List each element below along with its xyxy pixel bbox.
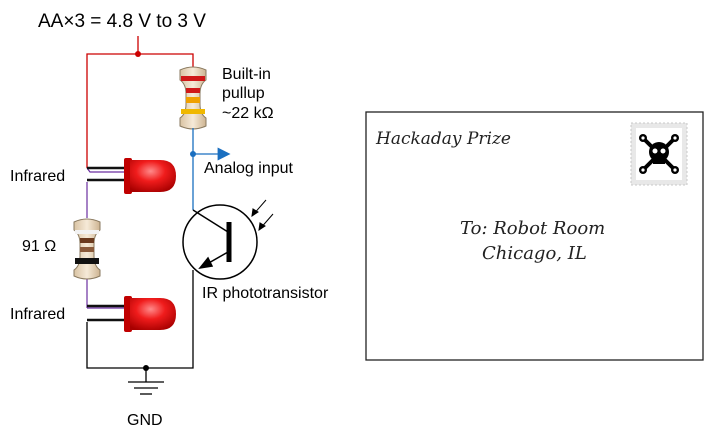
current-limit-resistor <box>73 218 101 280</box>
ground-wires <box>86 270 194 395</box>
infrared-top-label: Infrared <box>10 168 65 185</box>
envelope-recipient-line1: To: Robot Room <box>460 218 605 239</box>
supply-label: AA×3 = 4.8 V to 3 V <box>38 11 206 32</box>
ir-phototransistor <box>182 199 274 280</box>
pullup-resistor <box>179 66 207 130</box>
envelope-recipient-line2: Chicago, IL <box>482 243 587 264</box>
resistor-label: 91 Ω <box>22 238 56 255</box>
infrared-led-top <box>124 158 176 194</box>
analog-node-dot <box>190 151 196 157</box>
stamp <box>630 122 688 186</box>
skull-and-wrenches-icon <box>639 134 679 174</box>
analog-input-label: Analog input <box>204 160 294 177</box>
pullup-label-line2: pullup <box>222 85 265 102</box>
gnd-label: GND <box>127 412 163 429</box>
signal-wires <box>192 128 231 210</box>
envelope: Hackaday Prize To: Robot Room Chicago, I… <box>365 111 704 361</box>
envelope-sender: Hackaday Prize <box>375 129 511 149</box>
ground-node-dot <box>143 365 149 371</box>
phototransistor-label: IR phototransistor <box>202 285 329 302</box>
led-leads <box>87 166 130 322</box>
infrared-led-bottom <box>124 296 176 332</box>
infrared-bottom-label: Infrared <box>10 306 65 323</box>
pullup-label-line1: Built-in <box>222 66 271 83</box>
supply-node-dot <box>135 51 141 57</box>
pullup-label-line3: ~22 kΩ <box>222 105 274 122</box>
